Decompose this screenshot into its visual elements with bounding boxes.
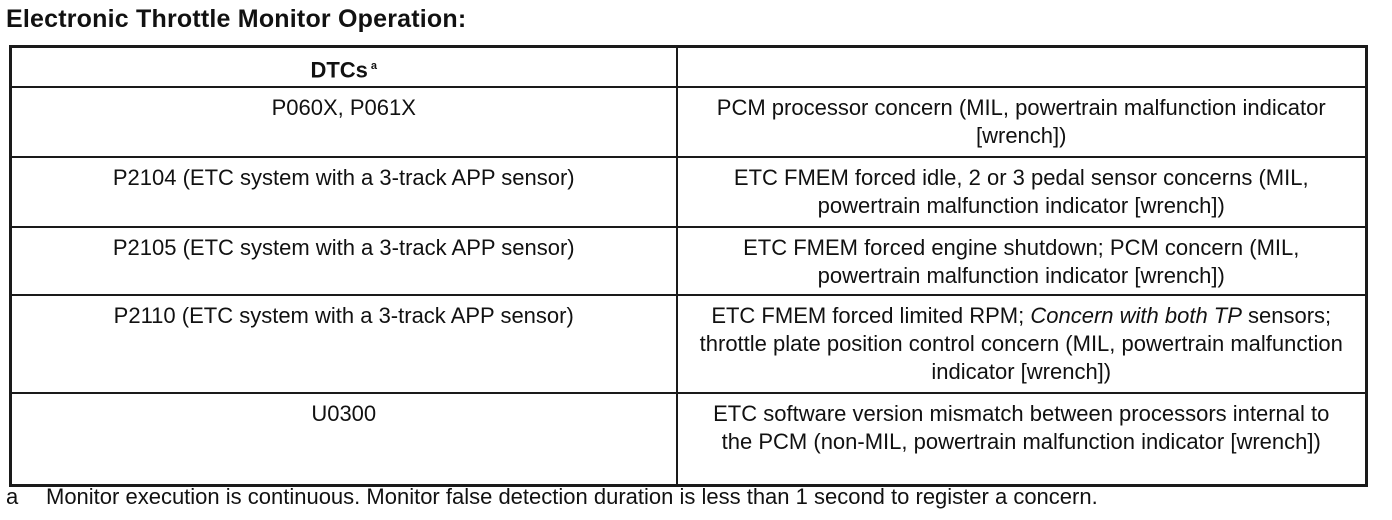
description-text: ETC FMEM forced limited RPM;: [711, 303, 1031, 329]
table-row: P2105 (ETC system with a 3-track APP sen…: [9, 226, 1368, 297]
dtc-cell: P2105 (ETC system with a 3-track APP sen…: [9, 226, 678, 297]
description-cell: ETC FMEM forced engine shutdown; PCM con…: [675, 226, 1368, 297]
table-row: P2110 (ETC system with a 3-track APP sen…: [9, 294, 1368, 395]
footnote-text: Monitor execution is continuous. Monitor…: [46, 484, 1098, 509]
header-dtcs-label: DTCs: [310, 57, 368, 83]
description-text: sensors; throttle plate position control…: [699, 303, 1343, 385]
footnote-marker: a: [370, 60, 378, 72]
description-italic-text: Concern with both TP: [1030, 303, 1242, 329]
dtc-cell: P060X, P061X: [9, 86, 678, 159]
dtc-cell: P2110 (ETC system with a 3-track APP sen…: [9, 294, 678, 395]
dtc-cell: P2104 (ETC system with a 3-track APP sen…: [9, 156, 678, 229]
footnote: a Monitor execution is continuous. Monito…: [6, 482, 1098, 512]
dtc-cell: U0300: [9, 392, 678, 487]
description-cell: ETC software version mismatch between pr…: [675, 392, 1368, 487]
footnote-mark: a: [6, 484, 19, 509]
table-row: P2104 (ETC system with a 3-track APP sen…: [9, 156, 1368, 229]
table-row: P060X, P061X PCM processor concern (MIL,…: [9, 86, 1368, 159]
description-cell: ETC FMEM forced idle, 2 or 3 pedal senso…: [675, 156, 1368, 229]
description-cell: ETC FMEM forced limited RPM; Concern wit…: [675, 294, 1368, 395]
description-cell: PCM processor concern (MIL, powertrain m…: [675, 86, 1368, 159]
header-description: [675, 45, 1368, 89]
table-row: U0300 ETC software version mismatch betw…: [9, 392, 1368, 487]
page-title: Electronic Throttle Monitor Operation:: [6, 5, 467, 33]
